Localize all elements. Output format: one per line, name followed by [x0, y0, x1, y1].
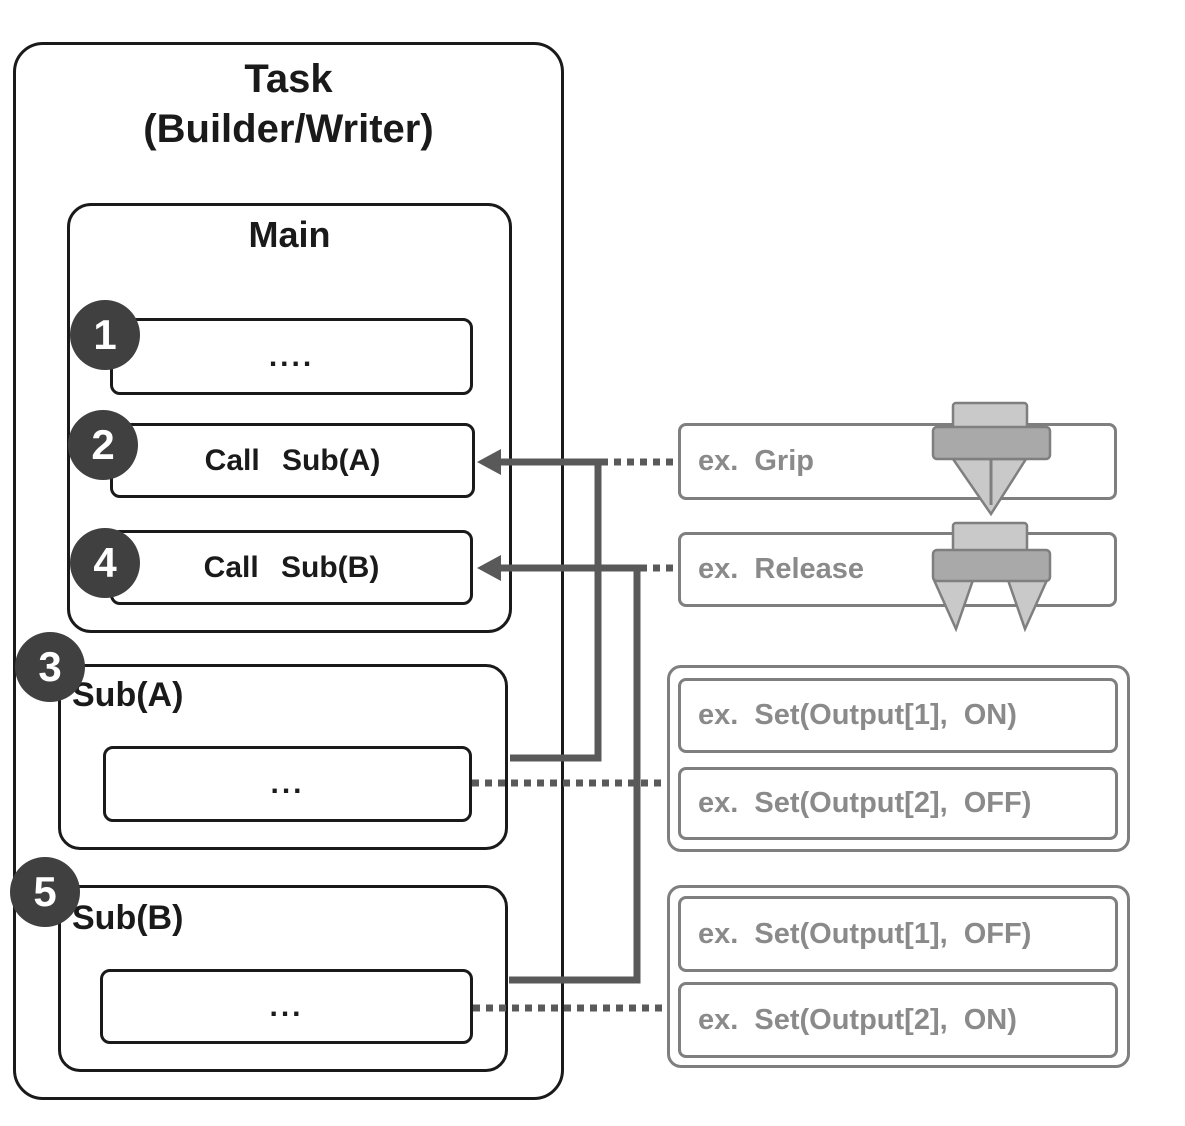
sub-b-example-2-label: ex. Set(Output[2], ON) — [698, 1003, 1017, 1036]
sub-b-example-1-label: ex. Set(Output[1], OFF) — [698, 917, 1032, 950]
step-box-2: Call Sub(A) — [110, 423, 475, 498]
sub-b-example-1-box: ex. Set(Output[1], OFF) — [678, 896, 1118, 972]
sub-b-badge: 5 — [10, 857, 80, 927]
step-badge-2: 2 — [68, 410, 138, 480]
sub-a-body-label: ... — [270, 767, 305, 800]
release-example-box: ex. Release — [678, 532, 1117, 607]
sub-a-example-2-label: ex. Set(Output[2], OFF) — [698, 787, 1032, 819]
sub-a-body-box: ... — [103, 746, 472, 822]
step-badge-1: 1 — [70, 300, 140, 370]
task-title-line1: Task — [244, 57, 333, 101]
step-badge-4: 4 — [70, 528, 140, 598]
grip-example-label: ex. Grip — [698, 445, 814, 477]
step-label-2: Call Sub(A) — [204, 443, 381, 477]
sub-a-example-1-box: ex. Set(Output[1], ON) — [678, 678, 1118, 753]
sub-a-example-2-box: ex. Set(Output[2], OFF) — [678, 767, 1118, 840]
sub-b-example-2-box: ex. Set(Output[2], ON) — [678, 982, 1118, 1058]
task-title-line2: (Builder/Writer) — [143, 107, 434, 151]
main-title: Main — [248, 214, 331, 255]
step-box-4: Call Sub(B) — [110, 530, 473, 605]
step-label-1: .... — [268, 339, 315, 373]
sub-b-body-box: ... — [100, 969, 473, 1044]
sub-b-title: Sub(B) — [72, 899, 184, 937]
release-example-label: ex. Release — [698, 553, 865, 585]
sub-a-example-1-label: ex. Set(Output[1], ON) — [698, 699, 1017, 731]
step-label-4: Call Sub(B) — [203, 550, 380, 584]
grip-example-box: ex. Grip — [678, 423, 1117, 500]
sub-a-title: Sub(A) — [72, 676, 184, 714]
sub-b-body-label: ... — [269, 989, 304, 1023]
task-title: Task (Builder/Writer) — [13, 54, 564, 154]
step-box-1: .... — [110, 318, 473, 395]
sub-a-badge: 3 — [15, 632, 85, 702]
